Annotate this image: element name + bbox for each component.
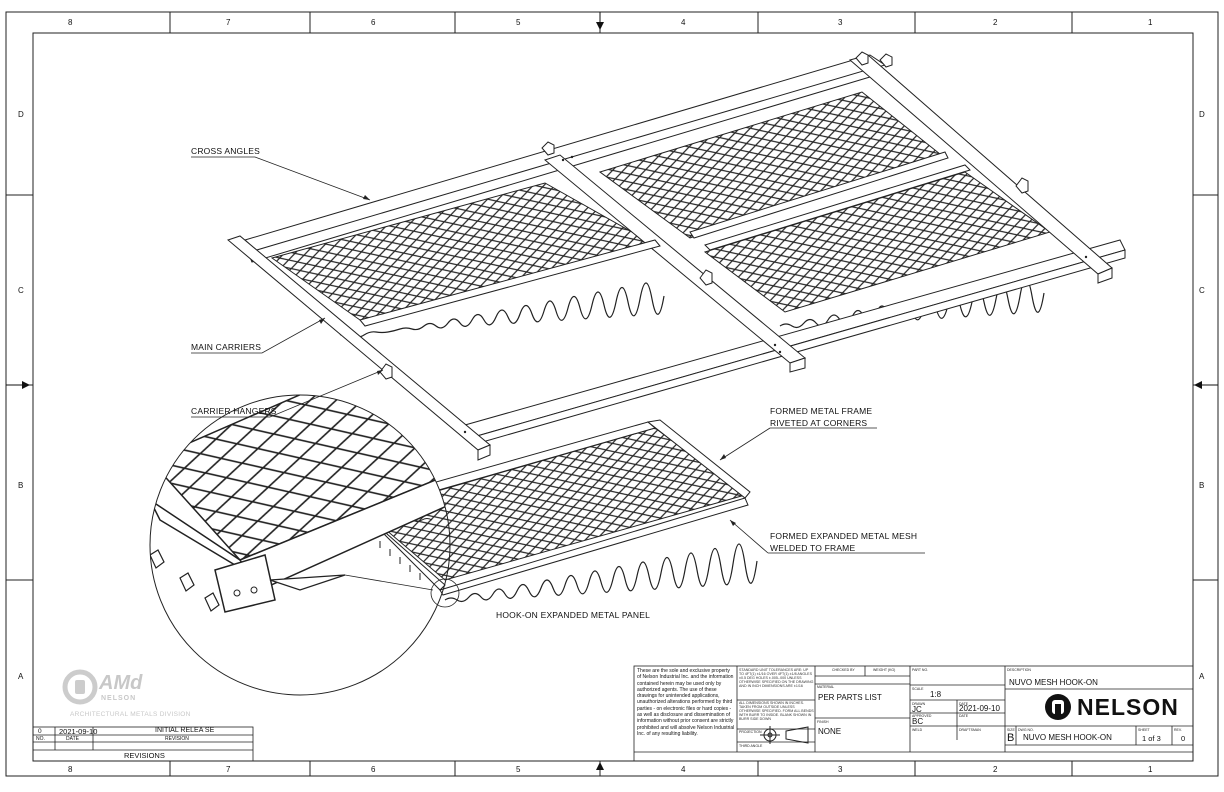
callout-mesh-line2: WELDED TO FRAME	[770, 543, 856, 553]
label-sheet: SHEET	[1138, 728, 1150, 732]
zone-col-8-bottom: 8	[68, 765, 73, 774]
third-angle-projection-symbol	[760, 726, 809, 744]
finish-value: NONE	[818, 727, 842, 736]
zone-row-d-left: D	[18, 110, 24, 119]
label-approved-date: DATE	[959, 714, 969, 718]
revision-row-date: 2021-09-10	[59, 727, 98, 736]
revision-header-no: NO.	[36, 736, 45, 742]
revision-row-no: 0	[38, 728, 42, 735]
zone-row-c-right: C	[1199, 286, 1205, 295]
zone-col-8-top: 8	[68, 18, 73, 27]
zone-row-b-left: B	[18, 481, 24, 490]
description-value: NUVO MESH HOOK-ON	[1009, 678, 1098, 687]
zone-col-2-top: 2	[993, 18, 998, 27]
drawn-by-value: JC	[912, 705, 922, 714]
zone-row-c-left: C	[18, 286, 24, 295]
label-third-angle: THIRD ANGLE	[739, 744, 763, 748]
zone-col-1-top: 1	[1148, 18, 1153, 27]
callout-main-carriers: MAIN CARRIERS	[191, 342, 262, 352]
label-draftsman: DRAFTSMAN	[959, 728, 981, 732]
amd-logo-nelson: NELSON	[101, 695, 137, 702]
main-carrier-front	[464, 239, 1126, 446]
title-block-lines	[633, 665, 1194, 762]
scale-value: 1:8	[930, 690, 942, 699]
panel-caption: HOOK-ON EXPANDED METAL PANEL	[496, 610, 651, 620]
detail-view	[150, 395, 450, 613]
label-weight: WEIGHT (KG)	[873, 668, 896, 672]
revision-header-date: DATE	[66, 736, 79, 742]
dwg-no-value: NUVO MESH HOOK-ON	[1023, 733, 1112, 742]
callout-formed-frame-line1: FORMED METAL FRAME	[770, 406, 873, 416]
zone-row-d-right: D	[1199, 110, 1205, 119]
revisions-title: REVISIONS	[124, 751, 165, 760]
zone-col-1-bottom: 1	[1148, 765, 1153, 774]
amd-logo-division: ARCHITECTURAL METALS DIVISION	[70, 711, 191, 718]
revision-row-revision: INITIAL RELEA SE	[155, 727, 215, 734]
zone-col-5-bottom: 5	[516, 765, 521, 774]
label-drawn: DRAWN	[912, 702, 926, 706]
amd-logo-mark	[62, 669, 98, 705]
zone-col-6-top: 6	[371, 18, 376, 27]
carrier-hangers-drawing	[379, 51, 1029, 380]
zone-row-b-right: B	[1199, 481, 1205, 490]
tolerances-notice: STANDARD UNIT TOLERANCES ARE: UP TO 4FT(…	[739, 668, 814, 688]
label-checked-by: CHECKED BY	[832, 668, 855, 672]
label-material: MATERIAL	[817, 685, 835, 689]
label-rev: REV.	[1174, 728, 1182, 732]
approved-by-value: BC	[912, 717, 924, 726]
zone-col-2-bottom: 2	[993, 765, 998, 774]
size-value: B	[1007, 732, 1015, 744]
revisions-table-lines	[32, 726, 254, 762]
label-weld: WELD	[912, 728, 923, 732]
material-value: PER PARTS LIST	[818, 693, 882, 702]
zone-col-4-bottom: 4	[681, 765, 686, 774]
zone-col-7-top: 7	[226, 18, 231, 27]
callout-formed-frame-line2: RIVETED AT CORNERS	[770, 418, 868, 428]
label-approved: APPROVED	[912, 714, 932, 718]
proprietary-notice: These are the sole and exclusive propert…	[637, 668, 735, 737]
drawn-date-value: 2021-09-10	[959, 704, 1000, 713]
label-size: SIZE	[1007, 728, 1015, 732]
label-projection: PROJECTION	[739, 730, 762, 734]
zone-col-3-bottom: 3	[838, 765, 843, 774]
sheet-value: 1 of 3	[1142, 734, 1161, 743]
zone-col-6-bottom: 6	[371, 765, 376, 774]
zone-col-7-bottom: 7	[226, 765, 231, 774]
zone-col-4-top: 4	[681, 18, 686, 27]
callout-cross-angles: CROSS ANGLES	[191, 146, 261, 156]
main-carrier-middle	[543, 154, 807, 373]
rev-value: 0	[1181, 734, 1186, 743]
zone-col-5-top: 5	[516, 18, 521, 27]
main-carrier-left	[226, 235, 491, 461]
dimension-notes: ALL DIMENSIONS SHOWN IN INCHES. TAKEN FR…	[739, 701, 814, 721]
amd-logo-text: AMd	[99, 672, 143, 694]
label-description: DESCRIPTION	[1007, 668, 1031, 672]
company-logo-text: NELSON	[1077, 694, 1179, 720]
revision-header-revision: REVISION	[165, 736, 189, 742]
zone-col-3-top: 3	[838, 18, 843, 27]
callout-mesh-line1: FORMED EXPANDED METAL MESH	[770, 531, 918, 541]
nelson-logo-mark	[1045, 694, 1071, 720]
zone-row-a-right: A	[1199, 672, 1205, 681]
label-part-no: PART NO.	[912, 668, 929, 672]
assembly-mesh-panels	[270, 91, 1052, 321]
label-scale: SCALE	[912, 687, 924, 691]
label-dwg-no: DWG NO.	[1018, 728, 1034, 732]
zone-row-a-left: A	[18, 672, 24, 681]
label-finish: FINISH	[817, 720, 829, 724]
label-date: DATE	[959, 702, 969, 706]
callout-carrier-hangers: CARRIER HANGERS	[191, 406, 277, 416]
